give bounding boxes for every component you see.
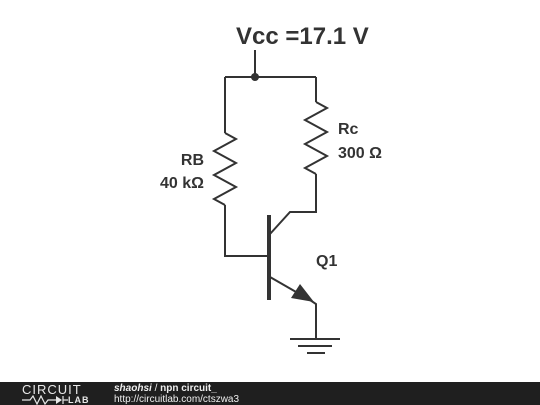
rb-bottom-wire [224,205,269,257]
resistor-logo-icon [22,395,68,405]
footer-bar: CIRCUIT LAB shaohsi / npn circuit_ http:… [0,382,540,405]
author-link[interactable]: shaohsi [114,383,152,394]
logo-bottom-row: LAB [22,395,102,405]
rc-name-label: Rc [338,121,359,138]
q1-label: Q1 [316,253,337,270]
emitter-ground-wire [309,299,317,338]
emitter-arrow-icon [291,284,314,302]
rc-resistor [302,101,330,175]
credit-separator: / [151,383,161,394]
circuit-schematic: Vcc =17.1 V RB 40 kΩ Rc 300 Ω Q1 [160,23,382,354]
vcc-label: Vcc =17.1 V [236,23,369,50]
circuit-url-link[interactable]: http://circuitlab.com/ctszwa3 [114,394,240,405]
collector-wire [269,174,317,235]
rb-value-label: 40 kΩ [160,175,204,192]
credit-line: shaohsi / npn circuit_ [114,384,217,394]
rb-name-label: RB [181,152,204,169]
circuit-title-link[interactable]: npn circuit_ [160,383,217,394]
rb-resistor [211,132,239,206]
junction-dot [251,73,259,81]
rc-value-label: 300 Ω [338,145,382,162]
circuitlab-logo[interactable]: CIRCUIT LAB [22,383,102,405]
logo-text-lab: LAB [68,395,90,405]
logo-text-circuit: CIRCUIT [22,382,82,397]
